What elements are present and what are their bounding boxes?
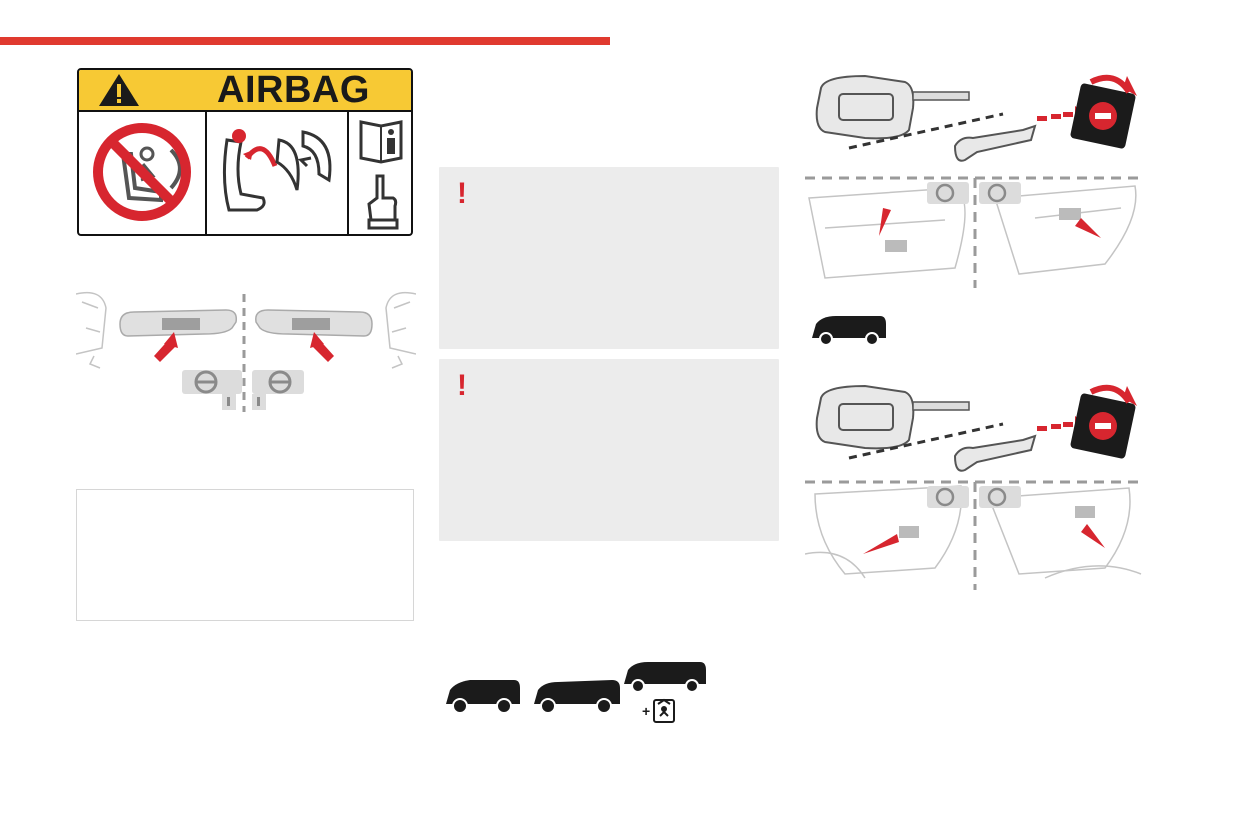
airbag-label-title: AIRBAG <box>217 68 370 111</box>
airbag-switch-illustration-1 <box>805 74 1145 288</box>
airbag-label-header: AIRBAG <box>79 70 411 112</box>
warning-triangle-icon <box>99 74 139 106</box>
header-accent-bar <box>0 37 610 45</box>
plus-sign: + <box>642 703 650 719</box>
exclamation-icon: ! <box>457 369 467 402</box>
info-box <box>76 489 414 621</box>
key-blade-icon <box>953 124 1037 162</box>
key-icon <box>815 74 970 140</box>
warning-note-2: ! <box>439 359 779 541</box>
red-arrow-icon <box>154 332 178 362</box>
left-hand-drive-indicator <box>182 370 242 410</box>
right-hand-drive-indicator <box>252 370 304 410</box>
child-lock-icon <box>653 698 675 723</box>
warning-note-1: ! <box>439 167 779 349</box>
airbag-switch-icon <box>1070 83 1136 149</box>
pointing-hand-icon <box>367 174 399 230</box>
key-icon <box>815 384 970 450</box>
van-icon <box>812 316 886 346</box>
airbag-switch-icon <box>1070 393 1136 459</box>
exclamation-icon: ! <box>457 177 467 210</box>
red-arrow-icon <box>310 332 334 362</box>
key-blade-icon <box>953 434 1037 472</box>
airbag-warning-label: AIRBAG <box>77 68 413 236</box>
manual-info-cell <box>349 110 411 234</box>
no-child-seat-cell <box>79 110 207 234</box>
no-child-seat-icon <box>93 123 191 221</box>
vehicle-variants: + <box>446 662 706 723</box>
van-icon <box>446 680 520 714</box>
manual-info-icon <box>359 120 403 164</box>
sun-visor-illustration <box>76 291 416 412</box>
airbag-switch-illustration-2 <box>805 384 1145 590</box>
van-icon <box>624 662 706 693</box>
airbag-deploy-cell <box>207 110 349 234</box>
van-icon <box>534 680 620 714</box>
airbag-deploy-icon <box>222 129 332 212</box>
